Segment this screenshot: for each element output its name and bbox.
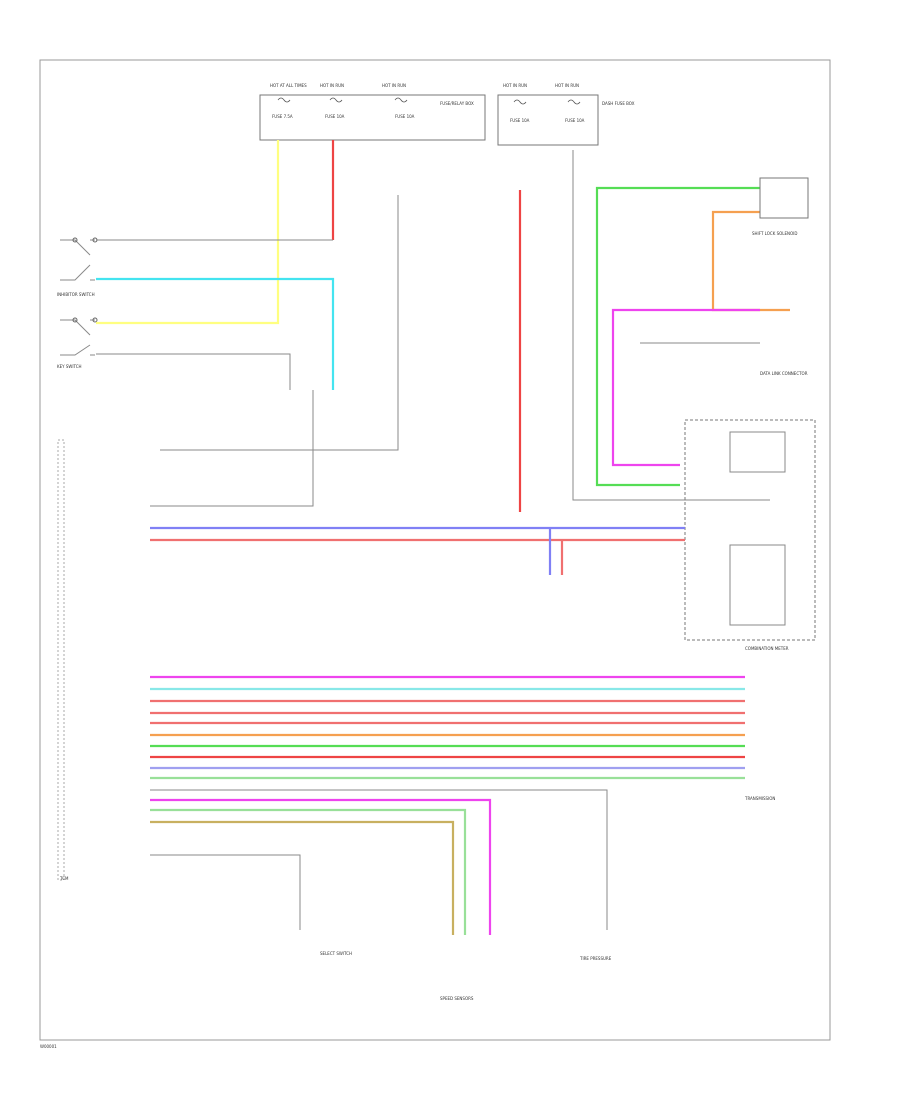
shift-lock-box xyxy=(759,177,809,219)
switch-2-label: KEY SWITCH xyxy=(57,364,82,369)
orange-wire xyxy=(711,210,790,312)
fuse-2-label: FUSE 10A xyxy=(325,114,345,119)
gray-drop-2 xyxy=(150,390,314,507)
fuse-block: HOT AT ALL TIMES FUSE 7.5A HOT IN RUN FU… xyxy=(259,83,486,141)
harness-tan-drop xyxy=(150,820,455,935)
bottom-control-label: TCM xyxy=(59,876,69,881)
diagram-border xyxy=(39,59,831,1041)
fuse-3-label: FUSE 10A xyxy=(395,114,415,119)
fuse-4: HOT IN RUN FUSE 10A xyxy=(503,83,530,123)
green-wire xyxy=(595,186,760,487)
right-wiring: SHIFT LOCK SOLENOID DATA LINK CONNECTOR xyxy=(595,177,809,487)
fuse-block-label: FUSE/RELAY BOX xyxy=(440,101,474,106)
fuse-5-label: FUSE 10A xyxy=(565,118,585,123)
harness-gray-2 xyxy=(150,854,301,930)
harness-lines xyxy=(150,675,745,935)
fuse-4-label: FUSE 10A xyxy=(510,118,530,123)
combination-meter-label: COMBINATION METER xyxy=(745,646,789,651)
fuse-block-2-label: DASH FUSE BOX xyxy=(602,101,635,106)
light-gray-feed-wire xyxy=(572,150,770,501)
sensor-group-label: SPEED SENSORS xyxy=(440,996,474,1001)
figure-code: W00001 xyxy=(40,1044,57,1049)
fuse-5-top-label: HOT IN RUN xyxy=(555,83,579,88)
fuse-1: HOT AT ALL TIMES FUSE 7.5A xyxy=(270,83,307,119)
transmission-label: TRANSMISSION xyxy=(744,796,775,801)
can-bus xyxy=(150,526,685,575)
switch-1: INHIBITOR SWITCH xyxy=(57,237,98,297)
harness-gray-1 xyxy=(150,789,608,930)
gray-drop-1 xyxy=(160,195,399,451)
fuse-5: HOT IN RUN FUSE 10A xyxy=(555,83,585,123)
fuse-block-2: HOT IN RUN FUSE 10A HOT IN RUN FUSE 10A … xyxy=(497,83,635,146)
fuse-4-top-label: HOT IN RUN xyxy=(503,83,527,88)
fuse-1-label: FUSE 7.5A xyxy=(272,114,293,119)
data-link-label: DATA LINK CONNECTOR xyxy=(760,371,808,376)
fuse-1-top-label: HOT AT ALL TIMES xyxy=(270,83,307,88)
fuse-2-top-label: HOT IN RUN xyxy=(320,83,344,88)
switch-2: KEY SWITCH xyxy=(57,317,98,369)
gray-switch-wire xyxy=(96,353,291,390)
tire-pressure-label: TIRE PRESSURE xyxy=(579,956,612,961)
fuse-3-top-label: HOT IN RUN xyxy=(382,83,406,88)
combination-meter: COMBINATION METER xyxy=(684,419,816,651)
fuse-3: HOT IN RUN FUSE 10A xyxy=(382,83,415,119)
harness-green-drop xyxy=(150,808,467,935)
cyan-wire xyxy=(96,277,335,390)
switch-1-label: INHIBITOR SWITCH xyxy=(57,292,95,297)
wire-runs xyxy=(96,140,770,512)
shift-lock-label: SHIFT LOCK SOLENOID xyxy=(752,231,797,236)
magenta-wire xyxy=(611,308,760,467)
switch-bottom-label: SELECT SWITCH xyxy=(320,951,352,956)
harness-magenta-drop xyxy=(150,798,492,935)
transmission-frame xyxy=(57,439,65,881)
fuse-2: HOT IN RUN FUSE 10A xyxy=(320,83,345,119)
yellow-wire xyxy=(96,140,280,325)
